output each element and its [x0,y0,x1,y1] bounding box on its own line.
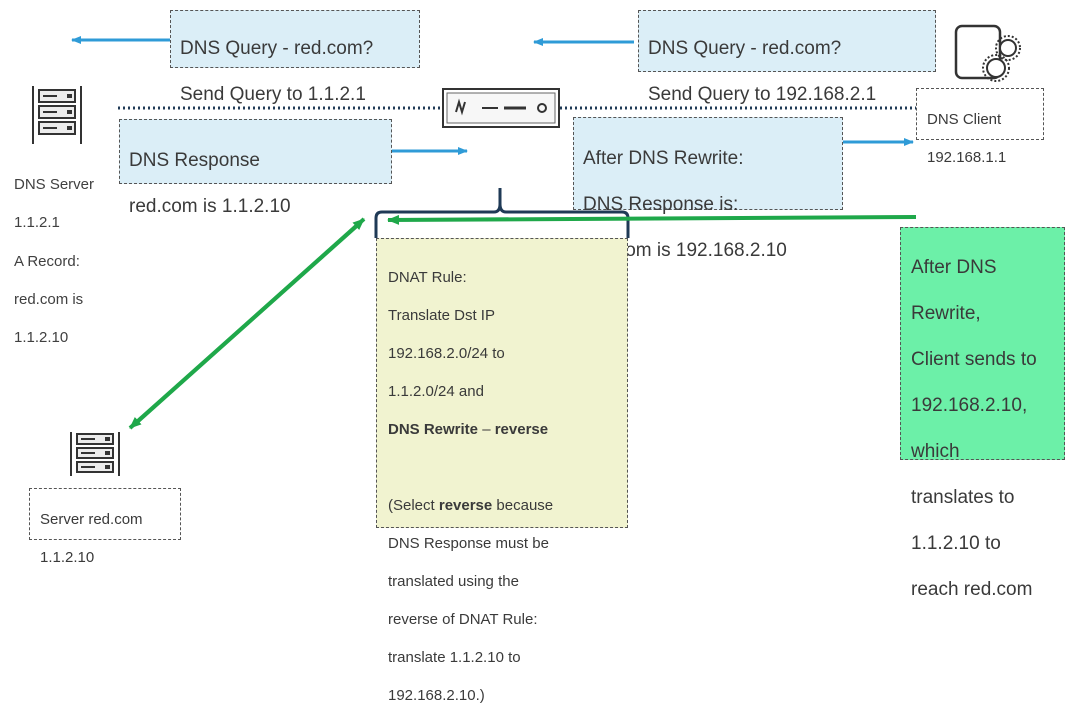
dnat-line-2: Translate Dst IP [388,307,495,324]
dns-client-box: DNS Client 192.168.1.1 [916,88,1044,166]
after-rewrite-response-box: After DNS Rewrite: DNS Response is: red.… [573,117,843,261]
client-sends-line2: Rewrite, [911,303,981,324]
dns-server-icon [29,84,85,146]
dns-query-left-box: DNS Query - red.com? Send Query to 1.1.2… [170,10,420,105]
dnat-select-post: because [492,497,554,514]
dnat-line-9: reverse of DNAT Rule: [388,611,538,628]
dns-response-line2: red.com is 1.1.2.10 [129,196,291,217]
dnat-line-10: translate 1.1.2.10 to [388,649,521,666]
a-record-line3: 1.1.2.10 [14,329,69,346]
dns-response-box: DNS Response red.com is 1.1.2.10 [119,119,392,217]
server-red-line2: 1.1.2.10 [40,549,95,566]
dns-server-ip: 1.1.2.1 [14,214,60,231]
arrow-green-horizontal [387,214,917,225]
dnat-line-11: 192.168.2.10.) [388,687,485,704]
dnat-line-7: DNS Response must be [388,535,549,552]
dnat-rewrite-bold: DNS Rewrite [388,421,479,438]
client-sends-line8: reach red.com [911,579,1033,600]
dns-server-name: DNS Server [14,176,95,193]
dns-client-line1: DNS Client [927,111,1002,128]
dnat-line-1: DNAT Rule: [388,269,467,286]
dns-query-left-line1: DNS Query - red.com? [180,38,374,59]
client-sends-box: After DNS Rewrite, Client sends to 192.1… [900,227,1065,600]
server-red-line1: Server red.com [40,511,143,528]
dnat-line-4: 1.1.2.0/24 and [388,383,484,400]
a-record-line2: red.com is [14,291,84,308]
client-sends-line6: translates to [911,487,1015,508]
dns-server-label: DNS Server 1.1.2.1 [14,156,94,251]
a-record-line1: A Record: [14,253,80,270]
dnat-select-bold: reverse [438,497,493,514]
dns-query-right-box: DNS Query - red.com? Send Query to 192.1… [638,10,936,105]
client-sends-line3: Client sends to [911,349,1037,370]
dnat-reverse-bold: reverse [494,421,549,438]
server-red-box: Server red.com 1.1.2.10 [29,488,181,566]
client-sends-line5: which [911,441,960,462]
dns-response-line1: DNS Response [129,150,260,171]
dnat-select-pre: (Select [388,497,439,514]
dnat-bracket [374,188,630,238]
dnat-line-5: DNS Rewrite – reverse [388,420,619,439]
server-red-icon [67,430,123,478]
client-sends-line1: After DNS [911,257,997,278]
dnat-rewrite-sep: – [478,421,495,438]
diagram-lines [71,36,917,430]
dnat-line-3: 192.168.2.0/24 to [388,345,505,362]
a-record-label: A Record: red.com is 1.1.2.10 [14,233,83,366]
dns-client-line2: 192.168.1.1 [927,149,1007,166]
client-sends-line4: 192.168.2.10, [911,395,1028,416]
dns-client-gears-icon [950,22,1028,88]
dns-query-right-line2: Send Query to 192.168.2.1 [648,84,877,105]
arrow-green-diagonal-back [134,217,366,425]
dnat-line-8: translated using the [388,573,519,590]
dns-query-left-line2: Send Query to 1.1.2.1 [180,84,366,105]
client-sends-line7: 1.1.2.10 to [911,533,1001,554]
after-rewrite-line1: After DNS Rewrite: [583,148,744,169]
dns-query-right-line1: DNS Query - red.com? [648,38,842,59]
firewall-icon [442,88,560,128]
dnat-line-6: (Select reverse because [388,496,619,515]
after-rewrite-line2: DNS Response is: [583,194,739,215]
dnat-rule-box: DNAT Rule: Translate Dst IP 192.168.2.0/… [376,238,628,704]
